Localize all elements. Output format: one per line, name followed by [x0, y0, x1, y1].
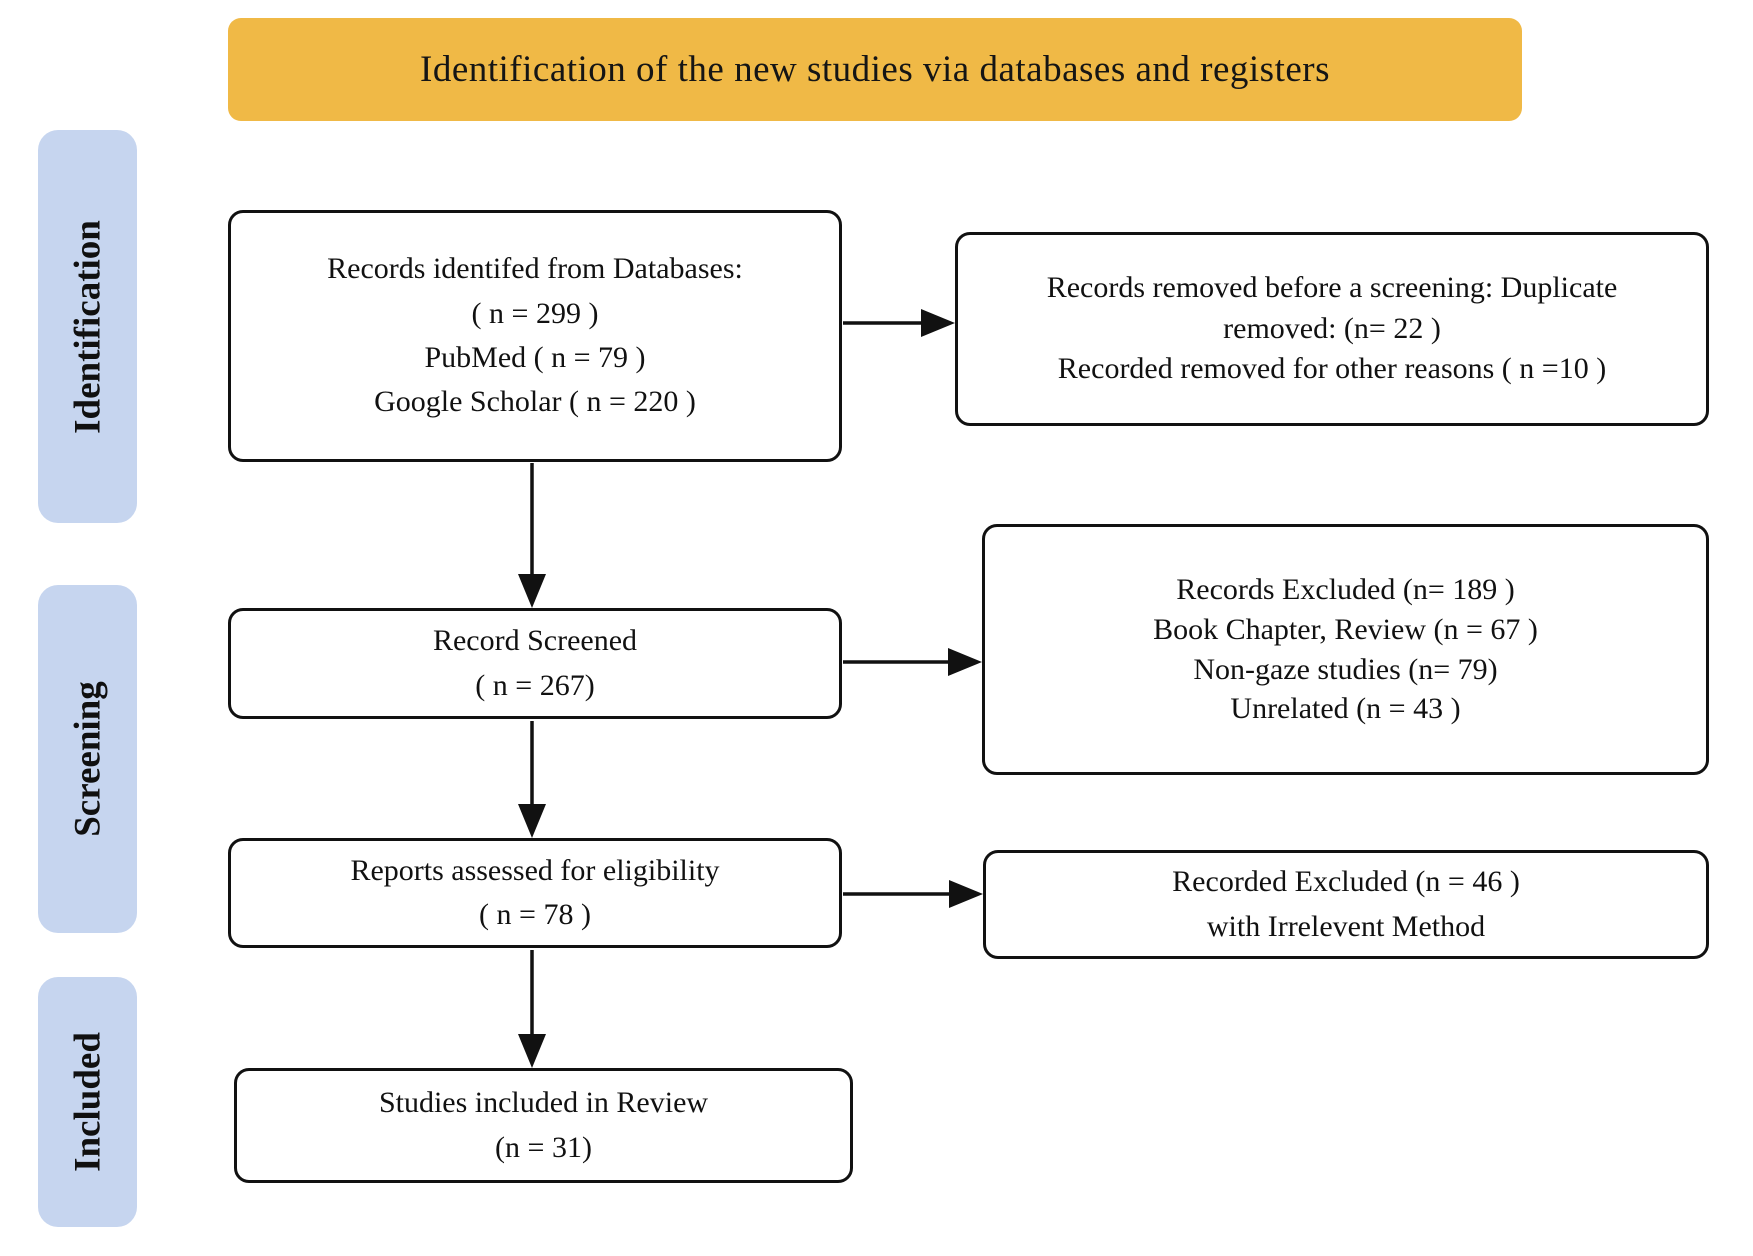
box-line: Records removed before a screening: Dupl…: [1046, 271, 1618, 305]
title-banner: Identification of the new studies via da…: [228, 18, 1522, 121]
box-line: removed: (n= 22 ): [1223, 311, 1441, 345]
stage-label-included-text: Included: [67, 1032, 108, 1172]
arrow-screened-to-assessed: [518, 721, 546, 838]
box-studies-included: Studies included in Review (n = 31): [234, 1068, 853, 1183]
box-line: Recorded removed for other reasons ( n =…: [1057, 352, 1607, 386]
box-line: ( n = 267): [475, 668, 595, 702]
title-banner-text: Identification of the new studies via da…: [420, 49, 1330, 90]
box-records-excluded: Records Excluded (n= 189 ) Book Chapter,…: [982, 524, 1709, 775]
box-line: Records identifed from Databases:: [327, 252, 743, 286]
box-line: (n = 31): [495, 1130, 592, 1164]
box-line: PubMed ( n = 79 ): [424, 341, 646, 374]
box-reports-assessed: Reports assessed for eligibility ( n = 7…: [228, 838, 842, 948]
box-line: Reports assessed for eligibility: [350, 853, 720, 887]
box-line: Unrelated (n = 43 ): [1230, 692, 1461, 726]
box-line: Google Scholar ( n = 220 ): [374, 385, 696, 419]
stage-label-screening-text: Screening: [67, 681, 108, 837]
box-line: Non-gaze studies (n= 79): [1193, 652, 1498, 686]
box-line: ( n = 78 ): [479, 898, 591, 931]
box-line: Record Screened: [432, 624, 638, 658]
box-records-removed: Records removed before a screening: Dupl…: [955, 232, 1709, 426]
arrow-assessed-to-reports-excluded: [843, 880, 983, 908]
stage-label-screening: Screening: [38, 585, 137, 933]
box-records-screened: Record Screened ( n = 267): [228, 608, 842, 719]
box-line: with Irrelevent Method: [1206, 909, 1486, 943]
arrow-identified-to-removed: [843, 309, 955, 337]
arrow-screened-to-excluded: [843, 648, 982, 676]
box-line: Book Chapter, Review (n = 67 ): [1153, 612, 1538, 646]
box-line: Records Excluded (n= 189 ): [1176, 573, 1515, 607]
arrow-assessed-to-included: [518, 950, 546, 1068]
stage-label-identification-text: Identification: [67, 219, 108, 434]
arrow-identified-to-screened: [518, 463, 546, 608]
stage-label-included: Included: [38, 977, 137, 1227]
box-line: ( n = 299 ): [471, 296, 599, 330]
stage-label-identification: Identification: [38, 130, 137, 523]
box-line: Studies included in Review: [378, 1086, 709, 1120]
box-reports-excluded: Recorded Excluded (n = 46 ) with Irrelev…: [983, 850, 1709, 959]
box-records-identified: Records identifed from Databases: ( n = …: [228, 210, 842, 462]
box-line: Recorded Excluded (n = 46 ): [1172, 865, 1520, 899]
